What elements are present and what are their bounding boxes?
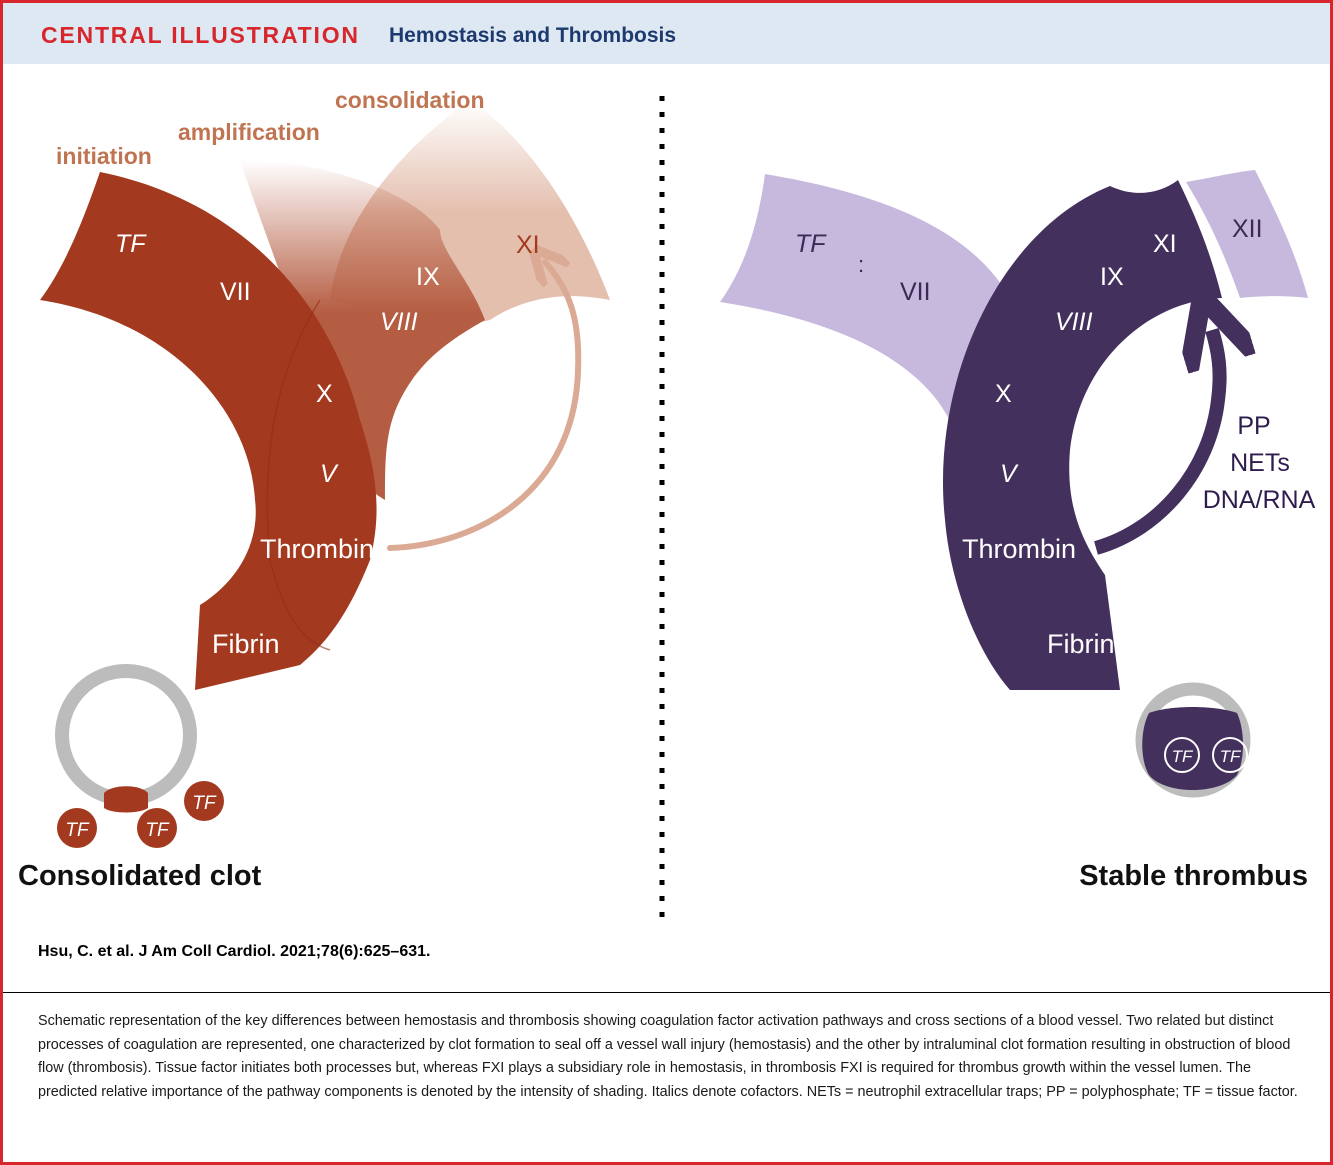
initiation-seam (266, 299, 331, 651)
header-title: Hemostasis and Thrombosis (389, 24, 677, 47)
figure-caption: Schematic representation of the key diff… (38, 1013, 1298, 1100)
factor-vii: VII (900, 278, 931, 306)
vessel-wall (55, 664, 197, 806)
wall-clot-plug (104, 786, 148, 813)
feedback-arrow (387, 262, 582, 551)
amplification-band (240, 160, 485, 500)
thrombosis-caption: Stable thrombus (1079, 860, 1308, 892)
tf-circle (184, 781, 224, 821)
vessel-tf-2: TF (1220, 747, 1242, 766)
vessel-cross-section-hemostasis: TF TF TF (55, 664, 224, 848)
vessel-tf-3: TF (192, 793, 217, 814)
vessel-tf-2: TF (145, 820, 170, 841)
activator-dna-rna: DNA/RNA (1203, 486, 1316, 514)
factor-fibrin: Fibrin (212, 629, 280, 659)
factor-fibrin: Fibrin (1047, 629, 1115, 659)
thrombosis-main-band (942, 180, 1222, 690)
tf-circle (57, 808, 97, 848)
factor-thrombin: Thrombin (962, 534, 1076, 564)
factor-viii: VIII (380, 308, 418, 336)
vessel-tf-1: TF (1172, 747, 1194, 766)
factor-v: V (320, 460, 339, 488)
caption-divider (3, 992, 1330, 993)
factor-thrombin: Thrombin (260, 534, 374, 564)
factor-x: X (316, 380, 333, 408)
tf-circle (1164, 737, 1200, 773)
factor-colon: : (858, 252, 864, 277)
phase-label-consolidation: consolidation (335, 87, 485, 113)
header-bar: CENTRAL ILLUSTRATION Hemostasis and Thro… (3, 3, 1330, 64)
xii-segment (1186, 170, 1308, 298)
initiation-band (40, 172, 377, 690)
luminal-thrombus (1142, 707, 1243, 790)
phase-label-initiation: initiation (56, 143, 152, 169)
factor-vii: VII (220, 278, 251, 306)
thrombosis-panel: TF : VII XI XII IX VIII X V Thrombin Fib… (720, 170, 1316, 892)
tf-circle (137, 808, 177, 848)
activator-pp: PP (1237, 412, 1270, 440)
factor-viii: VIII (1055, 308, 1093, 336)
factor-tf: TF (795, 230, 827, 258)
factor-v: V (1000, 460, 1019, 488)
factor-ix: IX (416, 263, 440, 291)
header-kicker: CENTRAL ILLUSTRATION (41, 22, 360, 48)
factor-x: X (995, 380, 1012, 408)
factor-xi: XI (516, 231, 540, 259)
vessel-wall (1135, 682, 1251, 798)
hemostasis-caption: Consolidated clot (18, 860, 262, 892)
factor-xii: XII (1232, 215, 1263, 243)
citation: Hsu, C. et al. J Am Coll Cardiol. 2021;7… (38, 943, 431, 960)
factor-tf: TF (115, 230, 147, 258)
vessel-cross-section-thrombosis: TF TF (1135, 682, 1251, 798)
phase-label-amplification: amplification (178, 119, 320, 145)
factor-ix: IX (1100, 263, 1124, 291)
activator-nets: NETs (1230, 449, 1290, 477)
tf-circle (1212, 737, 1248, 773)
hemostasis-panel: initiation amplification consolidation T… (18, 87, 610, 892)
tf-vii-band (720, 174, 1005, 450)
activation-arrow (1093, 330, 1220, 555)
vessel-tf-1: TF (65, 820, 90, 841)
factor-xi: XI (1153, 230, 1177, 258)
